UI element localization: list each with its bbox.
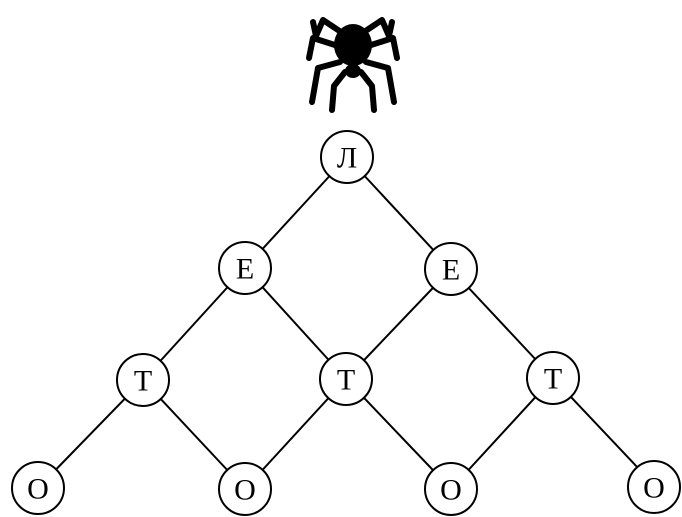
node-letter: Т — [544, 363, 562, 396]
node-row3-3: Т — [526, 351, 580, 405]
node-letter: О — [234, 474, 256, 507]
node-row4-1: О — [11, 461, 65, 515]
spider-icon — [306, 17, 400, 113]
node-letter: О — [643, 472, 665, 505]
tree-edges — [37, 156, 657, 490]
node-row2-2: Е — [424, 242, 478, 296]
node-row1-1: Л — [320, 130, 374, 184]
node-row3-2: Т — [319, 352, 373, 406]
node-letter: Л — [337, 142, 357, 175]
node-letter: Т — [337, 364, 355, 397]
node-letter: Т — [134, 365, 152, 398]
tree-nodes: Л Е Е Т Т Т О О — [11, 130, 681, 516]
node-row4-3: О — [424, 462, 478, 516]
node-letter: Е — [236, 253, 254, 286]
node-row3-1: Т — [116, 353, 170, 407]
node-row4-4: О — [627, 460, 681, 514]
node-letter: О — [27, 473, 49, 506]
node-row2-1: Е — [218, 241, 272, 295]
node-row4-2: О — [218, 462, 272, 516]
node-letter: Е — [442, 254, 460, 287]
node-letter: О — [440, 474, 462, 507]
